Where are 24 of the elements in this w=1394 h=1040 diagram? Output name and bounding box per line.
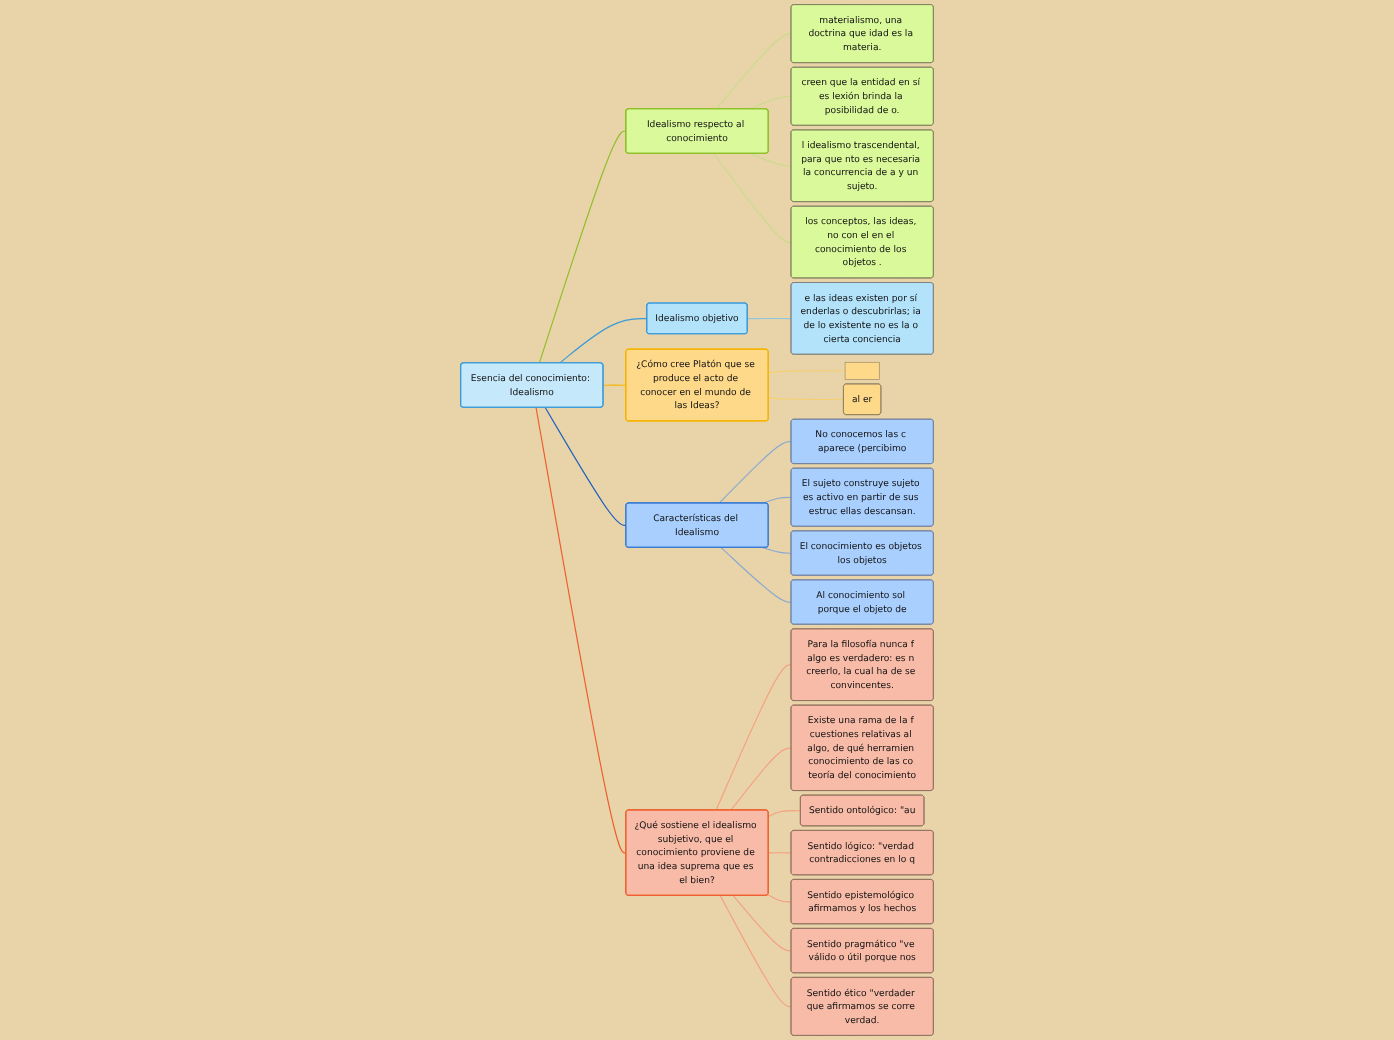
connector bbox=[767, 370, 846, 374]
connector bbox=[749, 95, 792, 110]
connector bbox=[535, 406, 627, 854]
connector bbox=[719, 895, 792, 1008]
connector bbox=[767, 894, 792, 903]
connector bbox=[602, 384, 627, 386]
connector bbox=[762, 496, 792, 504]
connector bbox=[767, 852, 792, 854]
connector bbox=[732, 895, 792, 952]
connector bbox=[730, 747, 792, 811]
connector bbox=[720, 547, 792, 603]
connector bbox=[746, 317, 792, 320]
connector bbox=[762, 547, 792, 554]
connector bbox=[559, 318, 648, 364]
connector bbox=[544, 406, 627, 526]
connector bbox=[767, 397, 845, 401]
connector bbox=[713, 152, 792, 243]
connector bbox=[749, 152, 792, 167]
connector bbox=[718, 441, 792, 504]
connector bbox=[715, 33, 792, 110]
node-box bbox=[844, 361, 880, 380]
connector bbox=[767, 810, 802, 818]
connector bbox=[715, 664, 792, 811]
connector bbox=[538, 130, 627, 364]
